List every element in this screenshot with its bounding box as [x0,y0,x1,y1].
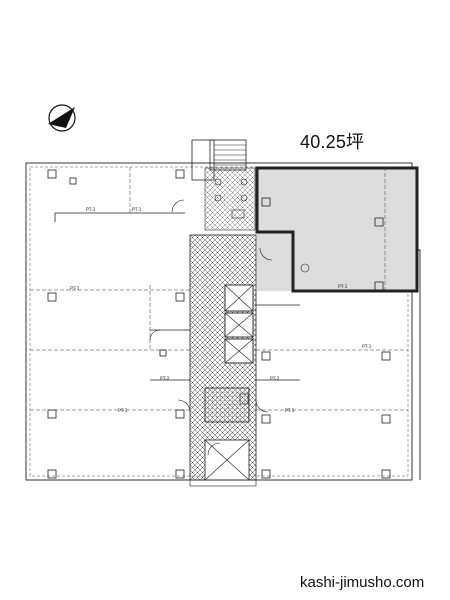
highlighted-office-area [257,168,417,291]
central-core [189,139,257,487]
door-swings [149,199,273,456]
site-url: kashi-jimusho.com [300,574,425,591]
pt-label: PT-2 [160,376,170,382]
restroom-fixtures [214,178,310,405]
pt-label: PT-1 [118,408,128,414]
pt-label: PT-1 [338,284,348,290]
pt-label: PT-1 [285,408,295,414]
structural-columns [47,169,391,479]
room-walls [54,212,300,381]
pt-label: PT-1 [362,344,372,350]
pt-label: PT-1 [70,286,80,292]
pt-label: PT-2 [270,376,280,382]
pt-label: PT-1 [86,207,96,213]
north-arrow-icon [48,104,76,132]
area-size-label: 40.25坪 [300,132,365,152]
pt-labels: PT-1 PT-1 PT-1 PT-1 PT-1 PT-1 PT-1 PT-2 … [70,207,372,414]
pt-label: PT-1 [132,207,142,213]
